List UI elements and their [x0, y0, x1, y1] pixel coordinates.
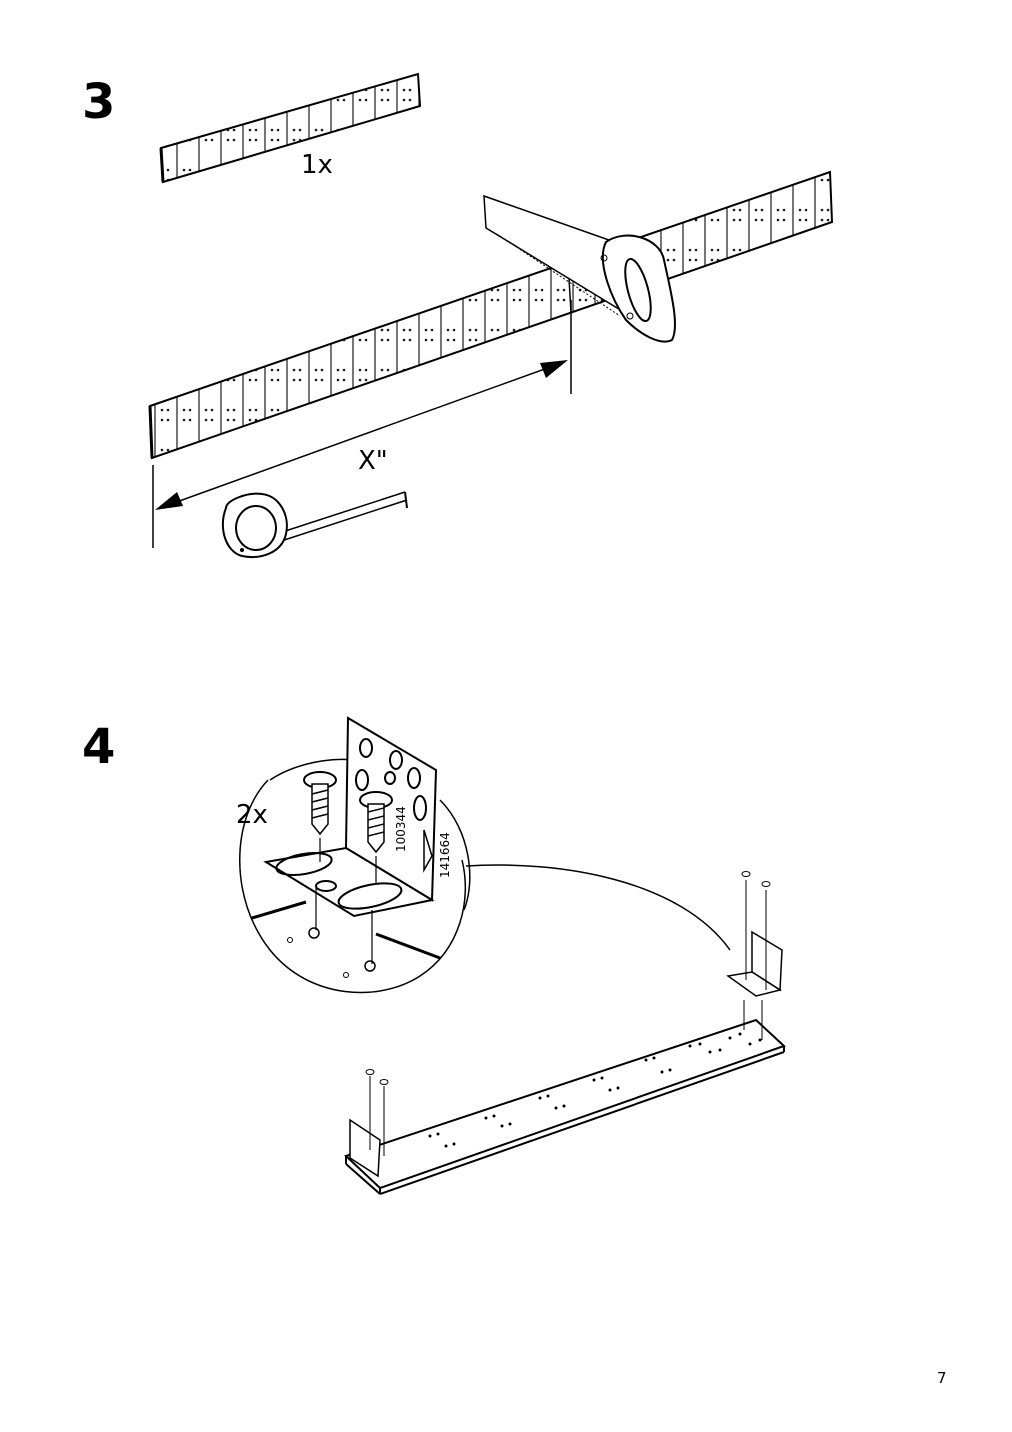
step4-quantity: 2x	[236, 800, 268, 830]
measure-dimension	[152, 300, 572, 548]
tape-measure-icon	[221, 491, 408, 558]
arrow-right-icon	[540, 360, 568, 378]
step-number-4: 4	[82, 719, 116, 775]
detail-bubble	[239, 758, 731, 994]
bracket-icon	[263, 716, 438, 918]
part-number-141664: 141664	[438, 832, 452, 878]
screw-icon	[359, 791, 393, 964]
measure-label: X"	[358, 446, 388, 476]
screw-icon	[303, 771, 337, 930]
arrow-left-icon	[155, 492, 183, 510]
small-rail-strip	[159, 72, 422, 184]
part-number-100344: 100344	[394, 806, 408, 852]
page-number: 7	[937, 1369, 947, 1387]
step3-quantity: 1x	[301, 150, 333, 180]
step-number-3: 3	[82, 74, 116, 130]
bracket-icon	[726, 871, 783, 1040]
base-rail	[344, 1018, 786, 1195]
hand-saw-icon	[483, 194, 676, 343]
bracket-icon	[349, 1069, 389, 1178]
